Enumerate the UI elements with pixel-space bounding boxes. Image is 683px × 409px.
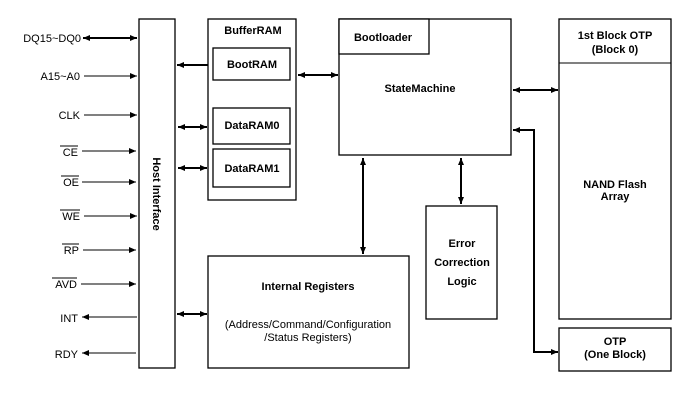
ecc-label-3: Logic [447,276,476,288]
signal-rdy: RDY [55,349,79,361]
bootloader-block [338,18,430,55]
ecc-label-2: Correction [434,257,490,269]
signal-addr: A15~A0 [41,71,80,83]
buffer-ram-block: BufferRAM BootRAM DataRAM0 DataRAM1 [207,18,297,201]
internal-arrows [177,62,558,355]
internal-registers-sub1: (Address/Command/Configuration [225,319,391,331]
otp-block0-label-2: (Block 0) [592,44,639,56]
active-low-overbars [52,145,80,279]
ecc-label-1: Error [449,238,477,250]
internal-registers-label: Internal Registers [262,281,355,293]
internal-registers-block: Internal Registers (Address/Command/Conf… [207,255,410,369]
nand-label-1: NAND Flash [583,179,647,191]
signal-rp: RP [64,245,79,257]
signal-labels: DQ15~DQ0 A15~A0 CLK CE OE WE RP AVD INT … [23,33,81,361]
bootloader-label: Bootloader [354,32,413,44]
signal-dq: DQ15~DQ0 [23,33,81,45]
state-machine-block: Bootloader StateMachine [338,18,512,156]
signal-we: WE [62,211,80,223]
signal-avd: AVD [55,279,77,291]
internal-registers-sub2: /Status Registers) [264,332,351,344]
signal-int: INT [60,313,78,325]
boot-ram-label: BootRAM [227,59,277,71]
error-correction-block: Error Correction Logic [425,205,498,320]
otp-label-1: OTP [604,336,627,348]
otp-block: OTP (One Block) [558,327,672,372]
otp-label-2: (One Block) [584,349,646,361]
nand-label-2: Array [601,191,631,203]
signal-oe: OE [63,177,79,189]
data-ram1-block [212,148,291,188]
data-ram0-label: DataRAM0 [224,120,279,132]
signal-clk: CLK [59,110,81,122]
signal-arrows [81,35,137,356]
buffer-ram-label: BufferRAM [224,25,281,37]
state-machine-label: StateMachine [385,83,456,95]
host-interface-block: Host Interface [138,18,176,369]
host-interface-label: Host Interface [150,157,162,230]
boot-ram-block [212,47,291,81]
data-ram1-label: DataRAM1 [224,163,279,175]
data-ram0-block [212,107,291,145]
nand-flash-block: 1st Block OTP (Block 0) NAND Flash Array [558,18,672,320]
otp-block0-label-1: 1st Block OTP [578,30,653,42]
signal-ce: CE [63,147,78,159]
